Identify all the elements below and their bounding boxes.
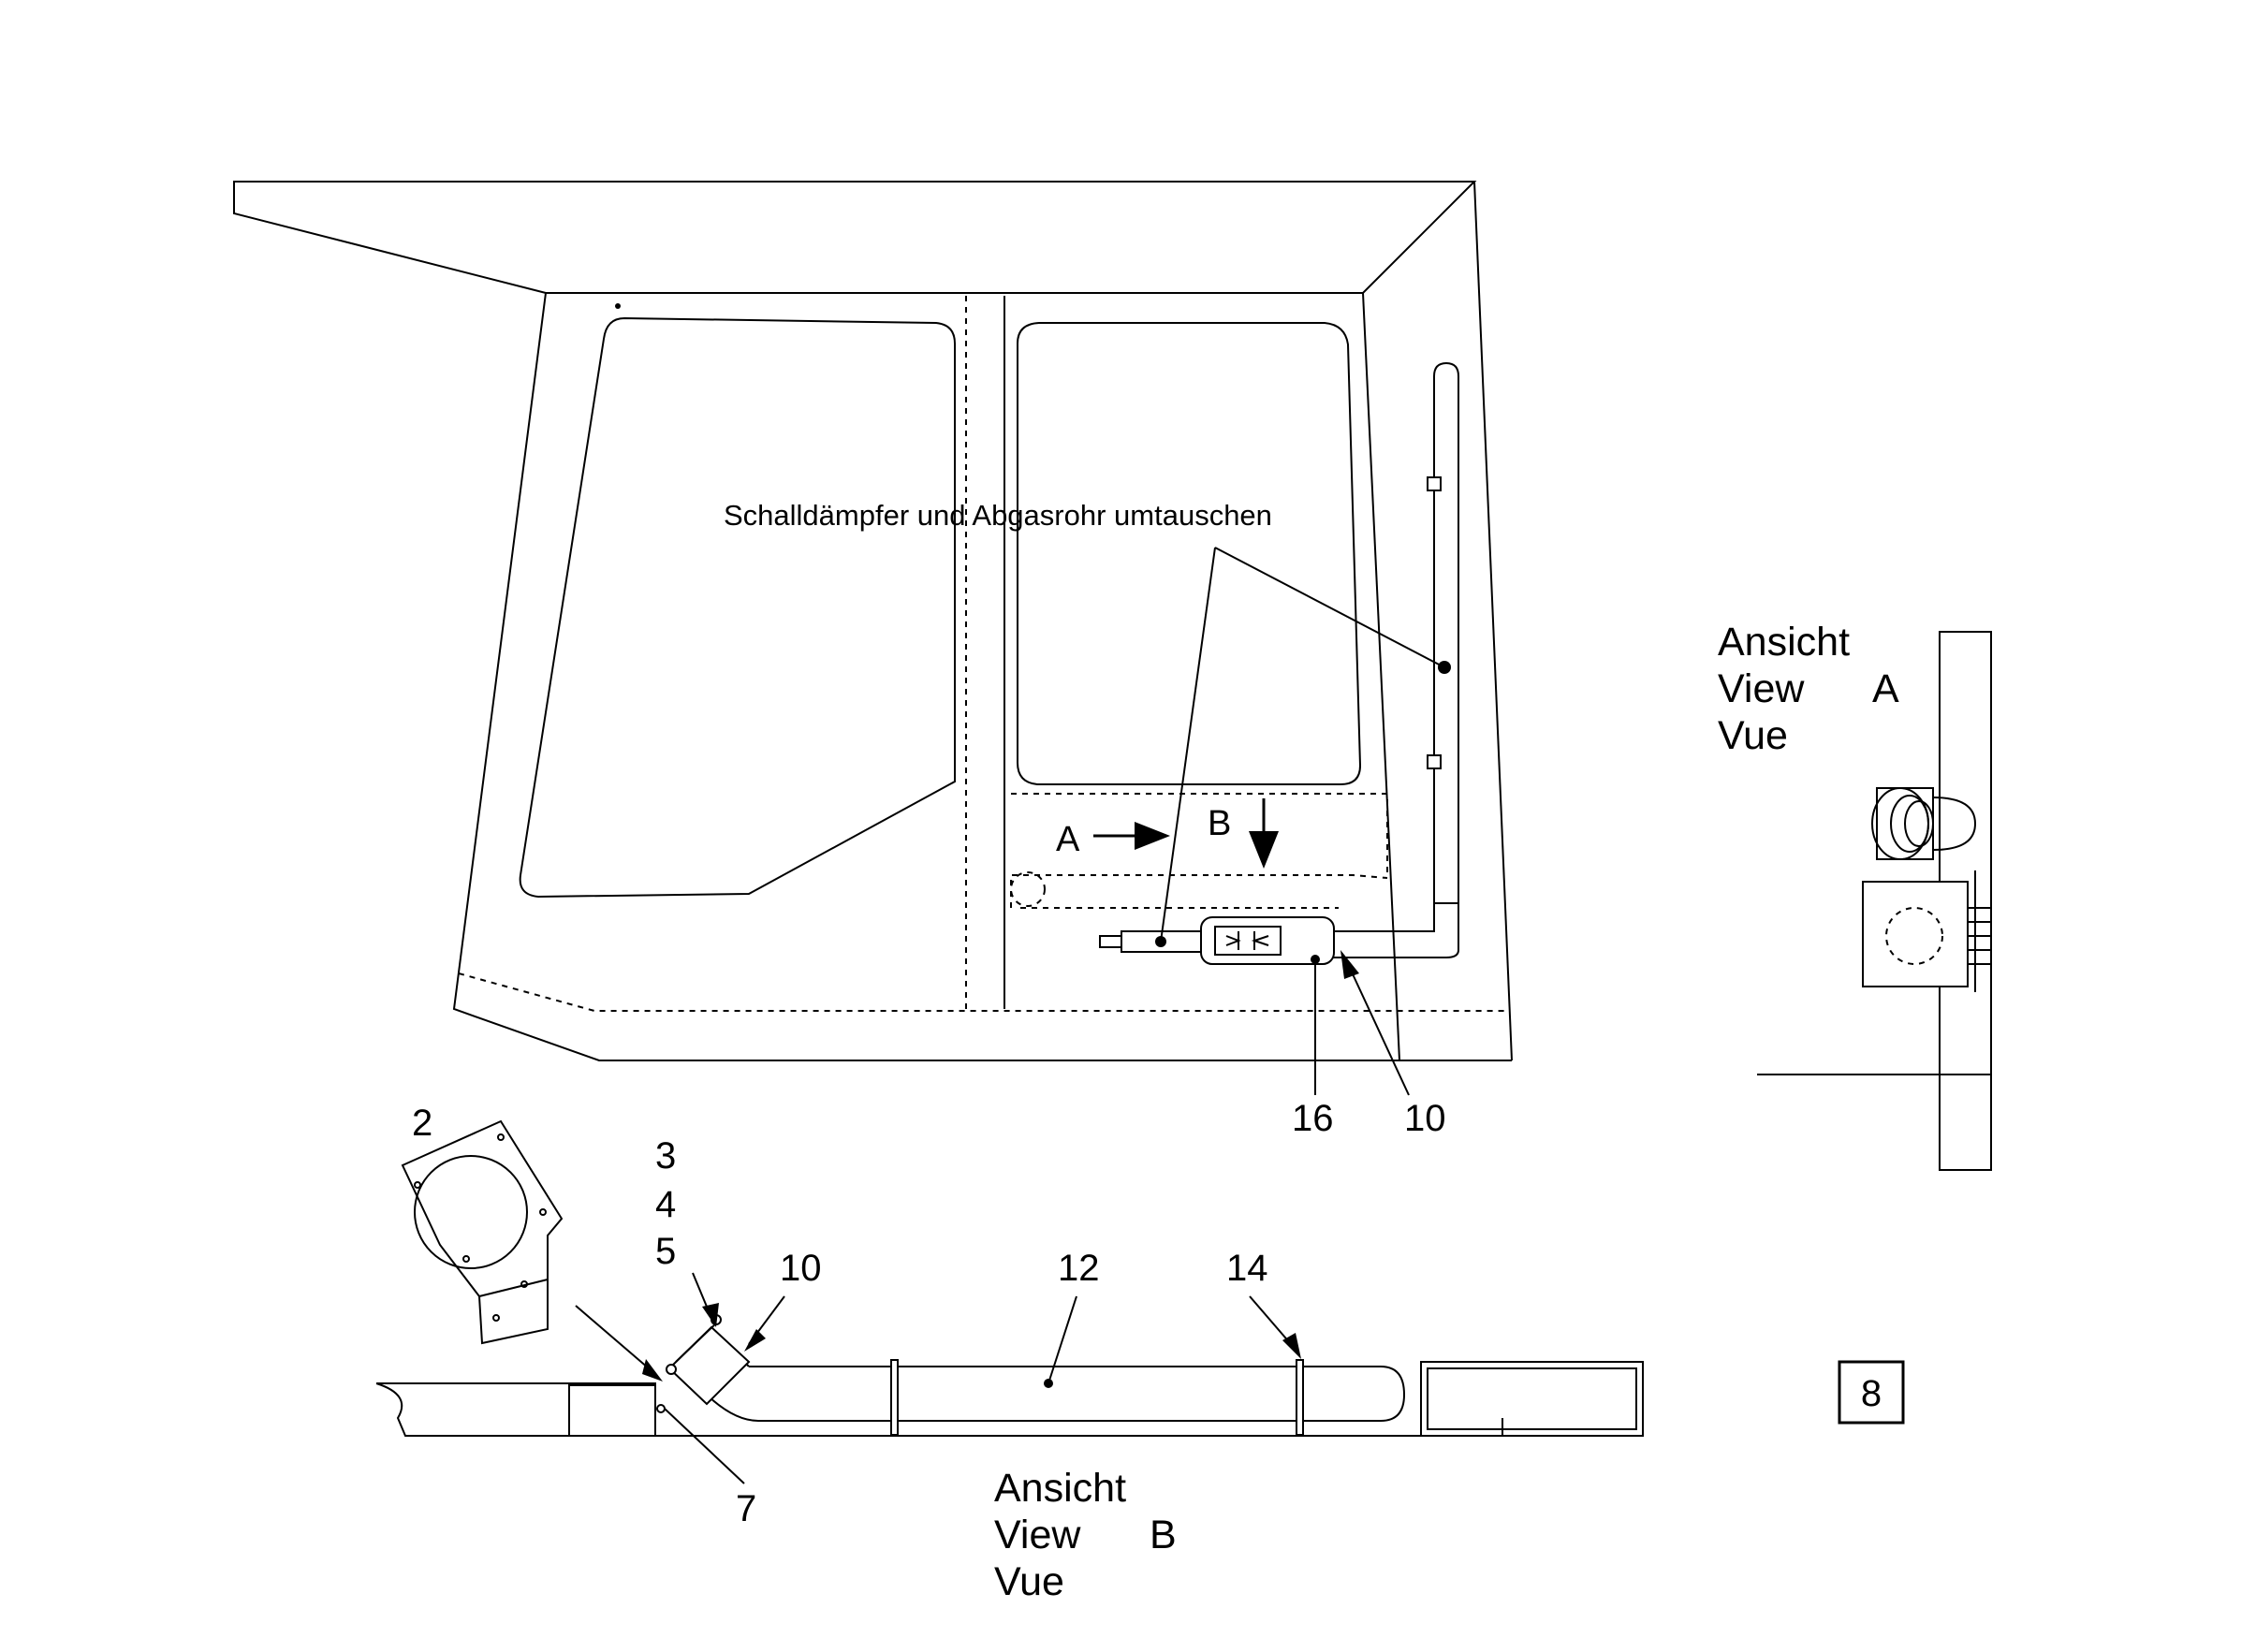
view-arrow-a: A — [1056, 820, 1170, 859]
view-b-drawing — [375, 1314, 1644, 1437]
view-a-caption-line1: Ansicht — [1718, 620, 1850, 665]
callout-16: 16 — [1292, 1098, 1334, 1139]
view-a-caption-letter: A — [1872, 666, 1899, 711]
callout-5: 5 — [655, 1231, 676, 1272]
view-b-caption-line1: Ansicht — [994, 1466, 1126, 1511]
view-b-caption-line2: View — [994, 1513, 1081, 1557]
view-a-caption: Ansicht View A Vue — [1718, 620, 1899, 758]
view-b-caption-letter: B — [1150, 1513, 1177, 1557]
callout-12: 12 — [1058, 1248, 1100, 1289]
view-arrow-b: B — [1208, 798, 1279, 869]
callout-3: 3 — [655, 1135, 676, 1177]
callout-10-bottom: 10 — [780, 1248, 822, 1289]
view-b-caption-line3: Vue — [994, 1559, 1064, 1604]
callout-14: 14 — [1226, 1248, 1268, 1289]
cab-outline — [233, 181, 1513, 1061]
view-marker-a: A — [1056, 820, 1080, 859]
view-a-drawing — [1757, 631, 1992, 1171]
note-leaders — [1160, 547, 1451, 943]
view-b-caption: Ansicht View B Vue — [994, 1466, 1177, 1604]
callout-4: 4 — [655, 1184, 676, 1225]
page-number-box: 8 — [1838, 1360, 1905, 1425]
callout-7: 7 — [736, 1488, 756, 1529]
callout-10-top: 10 — [1404, 1098, 1446, 1139]
view-b-leaders — [575, 1272, 1301, 1484]
view-marker-b: B — [1208, 804, 1231, 843]
view-a-caption-line3: Vue — [1718, 713, 1788, 758]
note-text: Schalldämpfer und Abgasrohr umtauschen — [724, 499, 1272, 532]
callout-2: 2 — [412, 1103, 432, 1144]
view-a-caption-line2: View — [1718, 666, 1805, 711]
page-number: 8 — [1861, 1373, 1882, 1414]
bracket-part-2 — [401, 1119, 564, 1345]
exhaust-assembly — [1010, 361, 1459, 965]
